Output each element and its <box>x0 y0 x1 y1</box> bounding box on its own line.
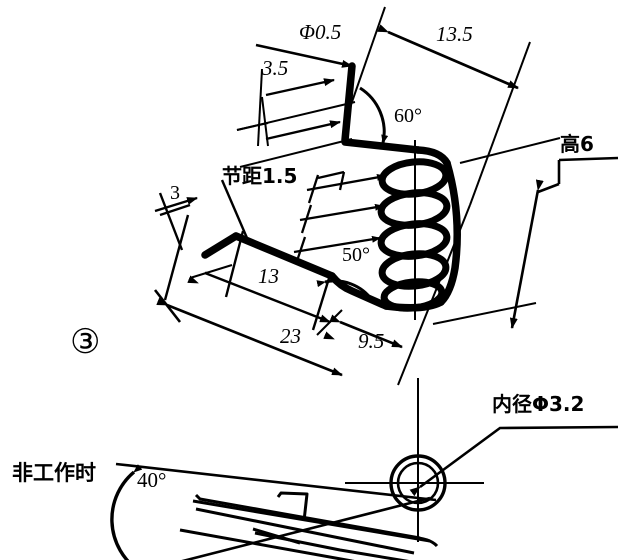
label-length-9-5: 9.5 <box>358 329 385 353</box>
label-length-13: 13 <box>258 264 279 288</box>
dimension-13 <box>163 214 335 340</box>
label-idle-state: 非工作时 <box>12 461 96 485</box>
label-item-number: ③ <box>70 322 101 362</box>
spring-top-view-wire <box>201 62 461 312</box>
label-length-3-5: 3.5 <box>262 56 289 80</box>
dimension-9-5 <box>316 309 403 349</box>
angle-arc-60 <box>359 86 389 144</box>
label-angle-50: 50° <box>342 244 370 266</box>
label-coil-height: 高6 <box>560 132 594 156</box>
dimension-3 <box>154 179 249 251</box>
leader-inner-diameter <box>409 425 619 497</box>
label-inner-diameter: 内径Φ3.2 <box>492 392 585 416</box>
dimension-coil-height <box>509 156 619 329</box>
label-pitch: 节距1.5 <box>222 164 298 188</box>
angle-arc-40 <box>110 464 143 560</box>
eye-centerlines <box>345 378 484 542</box>
label-angle-60: 60° <box>394 105 422 127</box>
leader-pitch <box>293 170 386 265</box>
label-angle-40: 40° <box>137 468 167 492</box>
dimension-23 <box>153 289 343 377</box>
spring-bottom-view-profile <box>179 491 439 560</box>
dimension-3-5 <box>261 78 341 147</box>
label-wire-diameter: Φ0.5 <box>299 20 342 44</box>
label-length-13-5: 13.5 <box>436 22 473 46</box>
label-length-3: 3 <box>170 182 180 204</box>
dimension-13-5 <box>377 24 519 90</box>
leader-wire-diameter <box>255 43 353 68</box>
label-length-23: 23 <box>280 324 301 348</box>
